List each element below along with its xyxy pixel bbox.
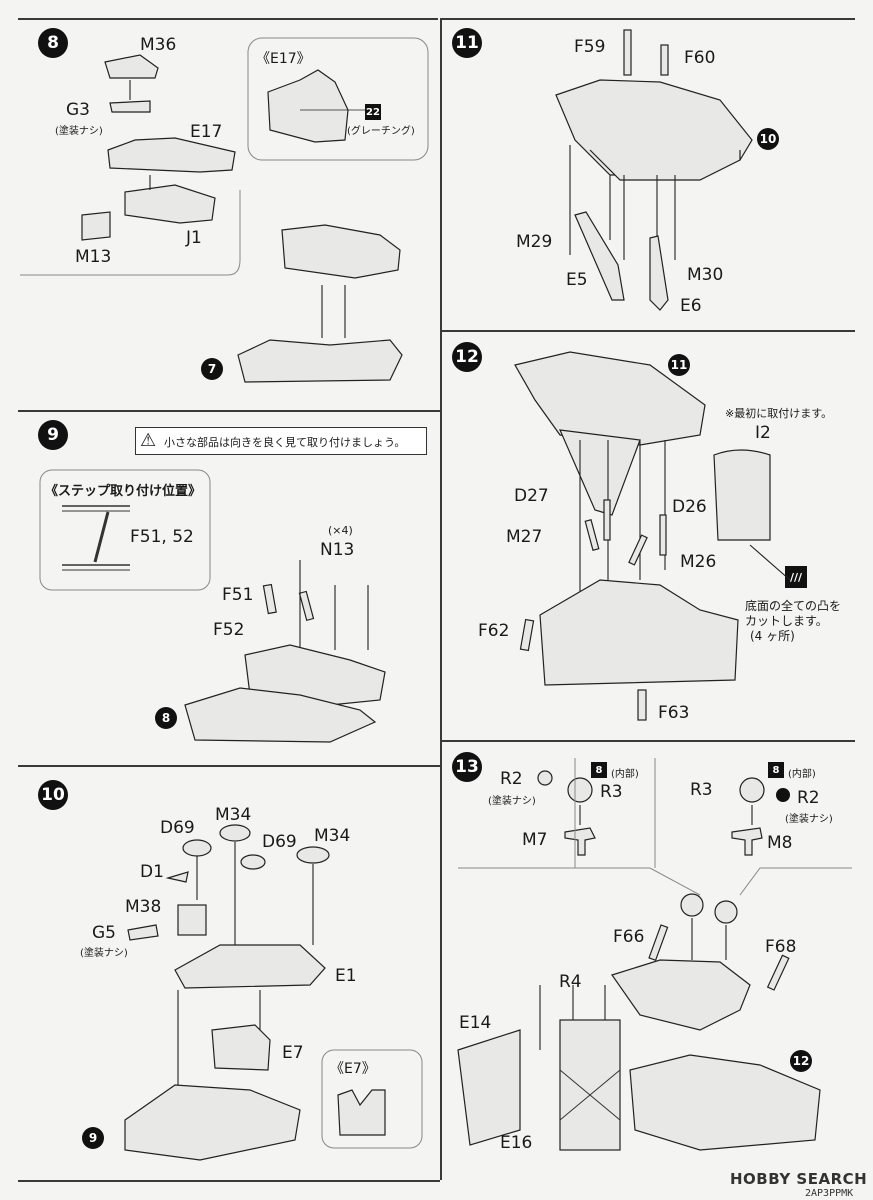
cut-note-line2: カットします。: [745, 614, 828, 628]
note-g3-unpainted: (塗装ナシ): [55, 126, 103, 137]
part-label-m34-b: M34: [314, 826, 351, 846]
divider-top-horizontal: [18, 18, 438, 20]
part-label-e14: E14: [459, 1013, 492, 1033]
part-label-f66: F66: [613, 927, 645, 947]
part-label-n13: N13: [320, 540, 355, 560]
part-label-e7: E7: [282, 1043, 304, 1063]
part-label-m13: M13: [75, 247, 112, 267]
cut-icon: ///: [785, 566, 807, 588]
part-label-m27: M27: [506, 527, 543, 547]
part-label-e17: E17: [190, 122, 223, 142]
note-x4: (×4): [328, 524, 353, 537]
step-9-number: 9: [38, 420, 68, 450]
step-8-number: 8: [38, 28, 68, 58]
part-label-e5: E5: [566, 270, 588, 290]
ref-step-12: 12: [790, 1050, 812, 1072]
divider-right-1: [440, 330, 855, 332]
step13-parts: [457, 758, 852, 1151]
note-r2-b-unpainted: (塗装ナシ): [785, 814, 833, 825]
part-label-m34-a: M34: [215, 805, 252, 825]
note-inner-b: (内部): [788, 769, 816, 780]
part-label-f51: F51: [222, 585, 254, 605]
step-12-number: 12: [452, 342, 482, 372]
ref-step-9: 9: [82, 1127, 104, 1149]
divider-right-2: [440, 740, 855, 742]
part-label-m38: M38: [125, 897, 162, 917]
footer-code: 2AP3PPMK: [805, 1188, 854, 1199]
step9-parts: [39, 469, 386, 743]
part-label-f59: F59: [574, 37, 606, 57]
part-label-e6: E6: [680, 296, 702, 316]
warning-icon: ⚠: [140, 430, 157, 451]
part-label-j1: J1: [186, 228, 202, 248]
divider-center-vertical-bottom: [440, 330, 442, 1180]
part-label-r3-a: R3: [600, 782, 623, 802]
note-grating: (グレーチング): [347, 126, 415, 137]
step11-parts: [555, 29, 753, 311]
step12-parts: [514, 351, 791, 721]
cut-note-line3: (4 ヶ所): [750, 629, 795, 643]
note-install-first: ※最初に取付けます。: [725, 407, 833, 420]
divider-center-vertical-top: [440, 18, 442, 410]
divider-left-2: [18, 765, 440, 767]
divider-top-right: [440, 18, 855, 20]
step-10-number: 10: [38, 780, 68, 810]
warning-box: [135, 427, 427, 455]
part-label-e1: E1: [335, 966, 357, 986]
step8-parts: [20, 37, 429, 383]
inset-title-e17: 《E17》: [256, 51, 311, 67]
badge-22: 22: [365, 104, 381, 120]
part-label-m8: M8: [767, 833, 793, 853]
part-label-f68: F68: [765, 937, 797, 957]
ref-step-7: 7: [201, 358, 223, 380]
part-label-r2-a: R2: [500, 769, 523, 789]
part-label-g3: G3: [66, 100, 90, 120]
part-label-d69-a: D69: [160, 818, 195, 838]
inset-label-f51-52: F51, 52: [130, 527, 194, 547]
badge-8-b: 8: [768, 762, 784, 778]
part-label-d26: D26: [672, 497, 707, 517]
cut-note-line1: 底面の全ての凸を: [745, 599, 842, 613]
note-g5-unpainted: (塗装ナシ): [80, 948, 128, 959]
part-label-r3-b: R3: [690, 780, 713, 800]
part-label-d1: D1: [140, 862, 164, 882]
part-label-d69-b: D69: [262, 832, 297, 852]
part-label-m30: M30: [687, 265, 724, 285]
part-label-e16: E16: [500, 1133, 533, 1153]
badge-8-a: 8: [591, 762, 607, 778]
part-label-m26: M26: [680, 552, 717, 572]
footer-brand: HOBBY SEARCH: [730, 1170, 868, 1188]
note-inner-a: (内部): [611, 769, 639, 780]
part-label-r4: R4: [559, 972, 582, 992]
part-label-m36: M36: [140, 35, 177, 55]
inset-title-e7: 《E7》: [330, 1061, 376, 1077]
divider-left-bottom: [18, 1180, 440, 1182]
part-label-r2-b: R2: [797, 788, 820, 808]
step10-parts: [124, 824, 423, 1161]
part-label-f62: F62: [478, 621, 510, 641]
step-13-number: 13: [452, 752, 482, 782]
warning-text: 小さな部品は向きを良く見て取り付けましょう。: [164, 436, 406, 449]
inset-title-step-position: 《ステップ取り付け位置》: [45, 484, 202, 499]
part-label-m7: M7: [522, 830, 548, 850]
note-r2-a-unpainted: (塗装ナシ): [488, 796, 536, 807]
part-label-m29: M29: [516, 232, 553, 252]
ref-step-11: 11: [668, 354, 690, 376]
part-label-i2: I2: [755, 423, 771, 443]
part-label-g5: G5: [92, 923, 116, 943]
part-label-f63: F63: [658, 703, 690, 723]
ref-step-10: 10: [757, 128, 779, 150]
divider-left-1: [18, 410, 440, 412]
part-label-f60: F60: [684, 48, 716, 68]
part-label-d27: D27: [514, 486, 549, 506]
step-11-number: 11: [452, 28, 482, 58]
ref-step-8: 8: [155, 707, 177, 729]
part-label-f52: F52: [213, 620, 245, 640]
